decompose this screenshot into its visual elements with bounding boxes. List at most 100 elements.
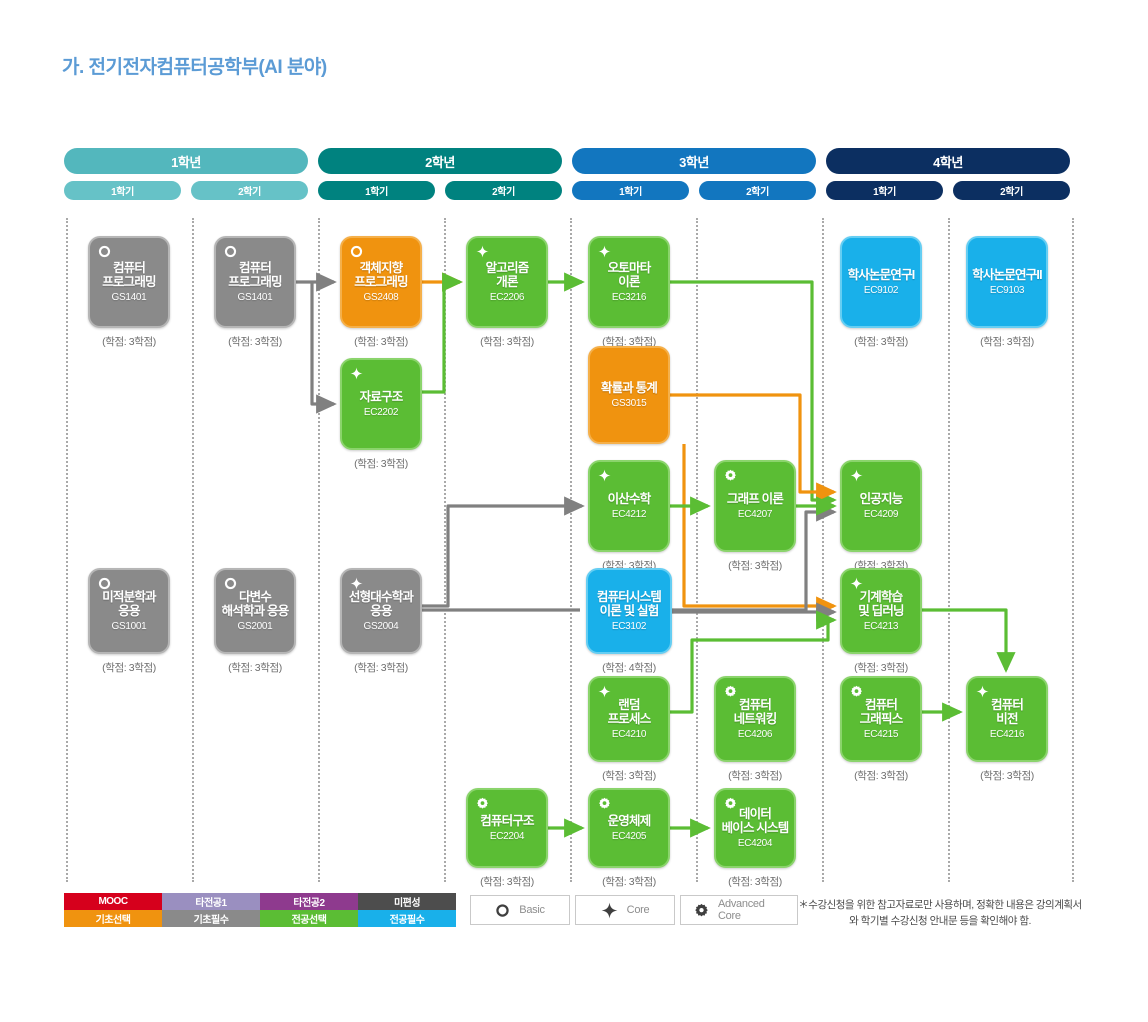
- legend-icon-label: Advanced Core: [718, 898, 765, 922]
- legend-icon-advanced-core-icon: Advanced Core: [680, 895, 798, 925]
- course-name: 인공지능: [859, 491, 904, 506]
- course-code: EC2204: [489, 830, 525, 842]
- core-icon: [601, 902, 618, 919]
- semester-label-2: 2학기: [191, 181, 308, 200]
- course-code: EC4216: [989, 728, 1025, 740]
- legend-category-1: MOOC: [64, 893, 162, 910]
- course-code: EC4213: [863, 620, 899, 632]
- course-name: 학사논문연구II: [972, 267, 1042, 282]
- course-name: 확률과 통계: [600, 380, 658, 395]
- advanced-core-icon: [476, 797, 489, 810]
- course-credit-EC2206: (학점: 3학점): [480, 336, 534, 348]
- course-code: EC4215: [863, 728, 899, 740]
- course-code: GS3015: [611, 397, 647, 409]
- course-code: EC4206: [737, 728, 773, 740]
- course-code: EC3216: [611, 291, 647, 303]
- legend-category-2: 타전공1: [162, 893, 260, 910]
- course-node-EC4209[interactable]: 인공지능 EC4209: [840, 460, 922, 552]
- basic-icon: [98, 577, 111, 590]
- core-icon: [598, 245, 611, 258]
- year-label-1: 1학년: [64, 148, 308, 174]
- advanced-core-icon: [724, 797, 737, 810]
- core-icon: [850, 469, 863, 482]
- core-icon: [976, 685, 989, 698]
- course-credit-EC4213: (학점: 3학점): [854, 662, 908, 674]
- course-code: EC3102: [611, 620, 647, 632]
- course-credit-GS1001: (학점: 3학점): [102, 662, 156, 674]
- column-separator-6: [696, 218, 698, 882]
- course-credit-EC4207: (학점: 3학점): [728, 560, 782, 572]
- semester-label-3: 1학기: [318, 181, 435, 200]
- legend-category-3: 타전공2: [260, 893, 358, 910]
- course-credit-GS2004: (학점: 3학점): [354, 662, 408, 674]
- semester-label-7: 1학기: [826, 181, 943, 200]
- core-icon: [350, 367, 363, 380]
- advanced-core-icon: [694, 903, 709, 918]
- column-separator-2: [192, 218, 194, 882]
- advanced-core-icon: [598, 797, 611, 810]
- basic-icon: [224, 245, 237, 258]
- course-node-GS3015[interactable]: 확률과 통계 GS3015: [588, 346, 670, 444]
- course-code: EC4209: [863, 508, 899, 520]
- footnote: ＊수강신청을 위한 참고자료로만 사용하며, 정확한 내용은 강의계획서와 학기…: [798, 899, 1082, 928]
- course-code: GS1401: [237, 291, 273, 303]
- core-icon: [598, 469, 611, 482]
- legend-category2-1: 기초선택: [64, 910, 162, 927]
- course-credit-GS2001: (학점: 3학점): [228, 662, 282, 674]
- course-credit-EC9103: (학점: 3학점): [980, 336, 1034, 348]
- advanced-core-icon: [724, 685, 737, 698]
- course-code: GS1401: [111, 291, 147, 303]
- legend-icon-core-icon: Core: [575, 895, 675, 925]
- column-separator-3: [318, 218, 320, 882]
- course-credit-EC4204: (학점: 3학점): [728, 876, 782, 888]
- core-icon: [476, 245, 489, 258]
- core-icon: [598, 685, 611, 698]
- course-name: 이산수학: [607, 491, 652, 506]
- course-name: 그래프 이론: [726, 491, 784, 506]
- basic-icon: [224, 577, 237, 590]
- semester-label-6: 2학기: [699, 181, 816, 200]
- core-icon: [850, 577, 863, 590]
- course-code: GS2004: [363, 620, 399, 632]
- course-code: EC4205: [611, 830, 647, 842]
- column-separator-7: [822, 218, 824, 882]
- semester-label-5: 1학기: [572, 181, 689, 200]
